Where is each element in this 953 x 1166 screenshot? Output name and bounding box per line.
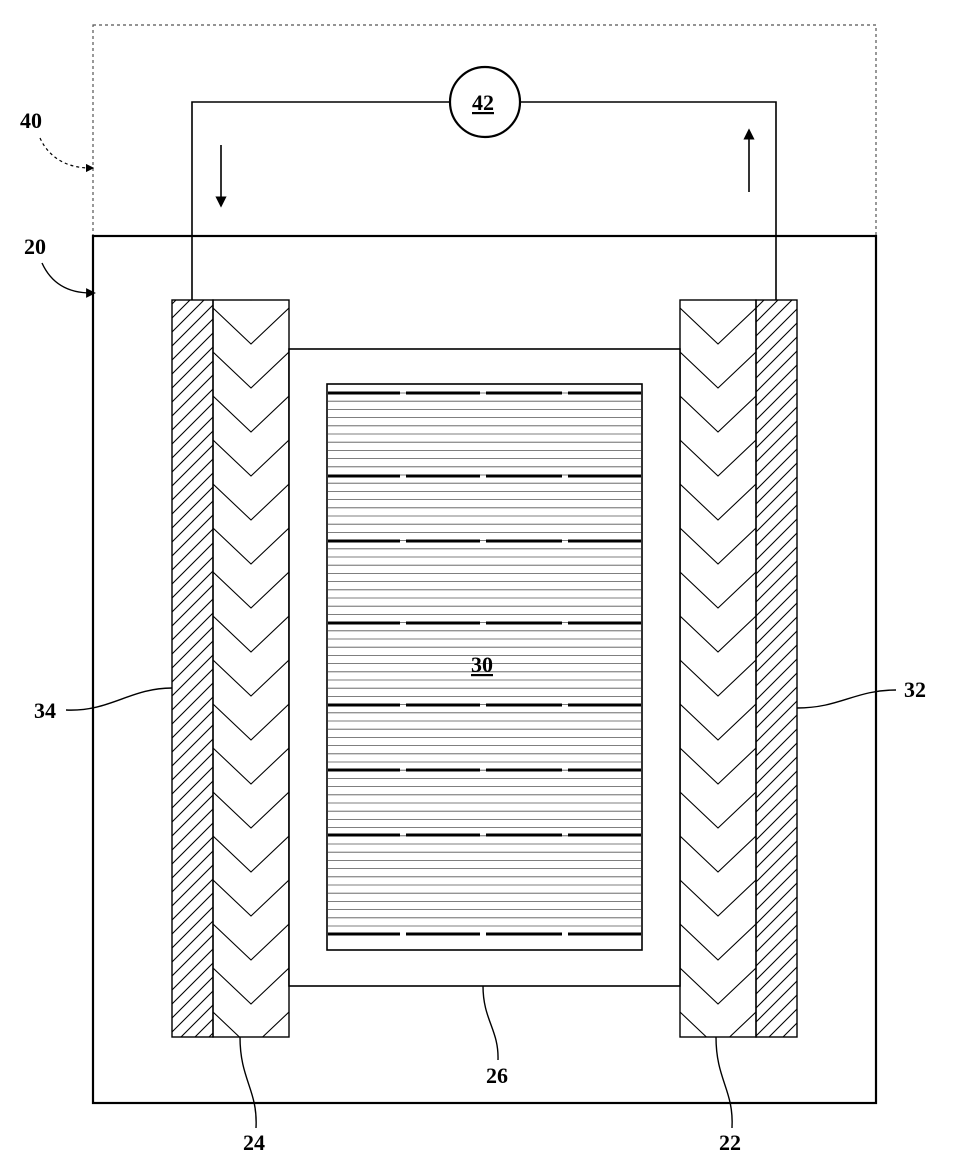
leader-26 xyxy=(483,986,498,1060)
label-load-device: 42 xyxy=(472,90,494,115)
label-battery: 20 xyxy=(24,234,46,259)
leader-34 xyxy=(66,688,172,710)
leader-24 xyxy=(240,1037,256,1128)
positive-electrode xyxy=(680,300,756,1037)
label-separator: 26 xyxy=(486,1063,508,1088)
label-negative-electrode: 24 xyxy=(243,1130,265,1155)
label-external-circuit: 40 xyxy=(20,108,42,133)
label-positive-current-collector: 32 xyxy=(904,677,926,702)
leader-22 xyxy=(716,1037,732,1128)
positive-current-collector xyxy=(756,300,797,1037)
leader-40 xyxy=(40,138,90,168)
leader-32 xyxy=(797,690,896,708)
leader-20 xyxy=(42,263,91,293)
label-positive-electrode: 22 xyxy=(719,1130,741,1155)
negative-current-collector xyxy=(172,300,213,1037)
label-electrolyte: 30 xyxy=(471,652,493,677)
label-negative-current-collector: 34 xyxy=(34,698,56,723)
negative-electrode xyxy=(213,300,289,1037)
